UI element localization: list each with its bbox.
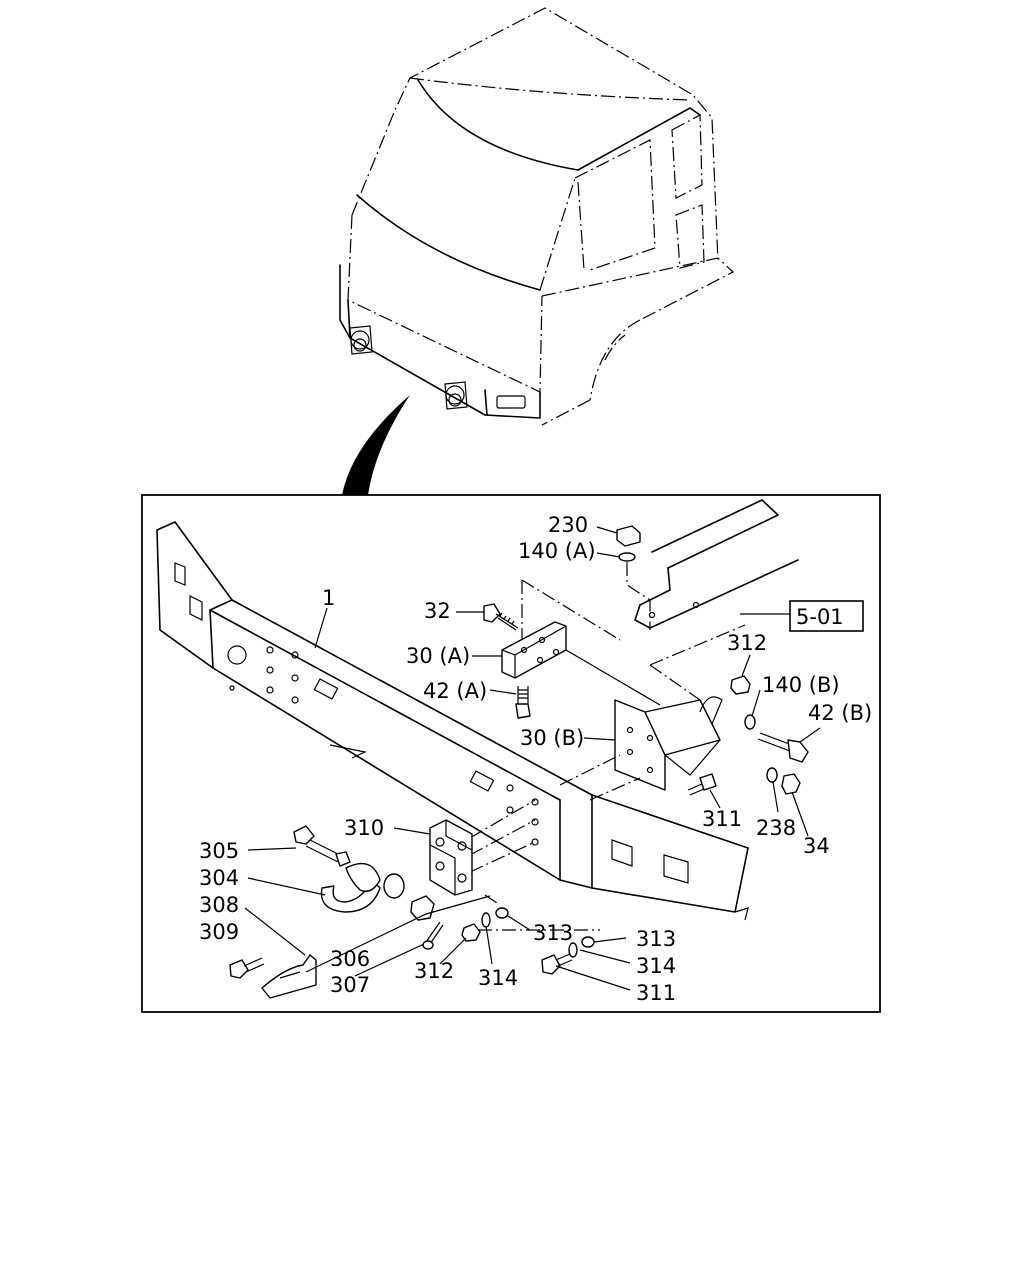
- cotter-pin-307: [422, 921, 444, 950]
- reference-box-5-01: [789, 600, 864, 632]
- callout-308: 308: [199, 893, 239, 917]
- mount-line: [559, 754, 621, 786]
- mount-line: [469, 799, 536, 839]
- callout-230: 230: [548, 513, 588, 537]
- callout-314-lower-right: 314: [636, 954, 676, 978]
- washer-313: [495, 907, 509, 919]
- bolt-42b: [757, 732, 809, 763]
- callout-307: 307: [330, 973, 370, 997]
- callout-34: 34: [803, 834, 830, 858]
- callout-311-lower: 311: [636, 981, 676, 1005]
- lock-washer-314-lower: [568, 942, 578, 958]
- leader-lines: [244, 526, 821, 991]
- callout-309: 309: [199, 920, 239, 944]
- washer-313-lower: [581, 936, 595, 948]
- bolt-311: [687, 773, 717, 796]
- callout-30a: 30 (A): [406, 644, 470, 668]
- bolt-42a: [515, 686, 531, 719]
- callout-313-lower-left: 313: [533, 921, 573, 945]
- washer-140b: [744, 714, 756, 730]
- callout-5-01: 5-01: [796, 605, 844, 629]
- clip-308: [261, 954, 317, 999]
- callout-30b: 30 (B): [520, 726, 584, 750]
- callout-140a: 140 (A): [518, 539, 596, 563]
- front-bumper-beam: [156, 521, 749, 921]
- callout-306: 306: [330, 947, 370, 971]
- nut-34: [781, 773, 801, 795]
- tow-shackle-304: [320, 862, 405, 913]
- tow-hook-bracket-310: [429, 819, 473, 896]
- callout-32: 32: [424, 599, 451, 623]
- bracket-30a: [501, 621, 661, 706]
- frame-rail: [521, 499, 799, 701]
- mount-line: [469, 819, 536, 856]
- nut-312: [730, 675, 751, 695]
- callout-304: 304: [199, 866, 239, 890]
- hook-pin-305: [293, 825, 351, 867]
- lock-washer-314: [481, 912, 491, 928]
- callout-312-lower: 312: [414, 959, 454, 983]
- bracket-30b: [614, 696, 723, 791]
- callout-305: 305: [199, 839, 239, 863]
- callout-314-lower-left: 314: [478, 966, 518, 990]
- callout-238: 238: [756, 816, 796, 840]
- mount-line: [626, 562, 651, 630]
- callout-312-upper: 312: [727, 631, 767, 655]
- bolt-309: [229, 957, 265, 979]
- mount-line: [469, 841, 536, 873]
- callout-42b: 42 (B): [808, 701, 872, 725]
- nut-230: [616, 525, 641, 547]
- zoom-arrow: [342, 395, 410, 495]
- callout-313-lower-right: 313: [636, 927, 676, 951]
- bolt-32: [483, 603, 519, 631]
- truck-cab-illustration: [339, 7, 735, 495]
- callout-310: 310: [344, 816, 384, 840]
- mount-line: [589, 777, 641, 801]
- lock-washer-238: [766, 767, 778, 783]
- callout-42a: 42 (A): [423, 679, 487, 703]
- callout-311-upper: 311: [702, 807, 742, 831]
- castle-nut-306: [410, 895, 435, 921]
- washer-140a: [618, 552, 636, 562]
- callout-1: 1: [322, 586, 335, 610]
- nut-312-lower: [461, 923, 481, 942]
- bolt-311-lower: [541, 953, 573, 975]
- detail-frame: [141, 494, 881, 1013]
- callout-140b: 140 (B): [762, 673, 840, 697]
